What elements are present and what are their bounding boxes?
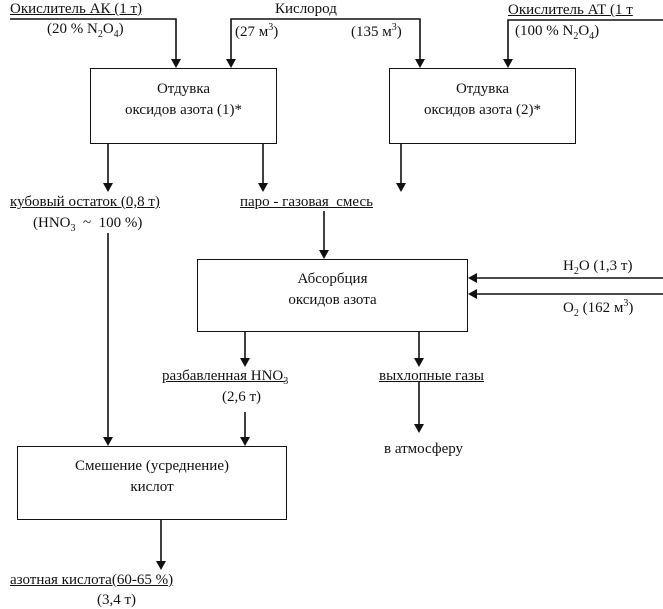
oxidizer-at-detail: (100 % N2O4) [515,23,600,42]
bottoms-label: кубовый остаток (0,8 т) [10,194,160,210]
stripping-1-line2: оксидов азота (1)* [125,102,242,118]
process-stripping-1: Отдувка оксидов азота (1)* [90,68,277,144]
process-mixing: Смешение (усреднение) кислот [17,446,287,520]
oxygen-label: Кислород [275,1,337,17]
water-input-label: H2O (1,3 т) [563,258,633,277]
oxygen-amount-left: (27 м3) [235,22,279,41]
oxidizer-ak-label: Окислитель АК (1 т) [10,1,142,17]
product-label: азотная кислота(60-65 %) [10,572,174,588]
atmosphere-label: в атмосферу [384,441,464,457]
product-amount: (3,4 т) [97,592,137,608]
absorption-line2: оксидов азота [288,292,377,308]
mixing-line1: Смешение (усреднение) [75,458,229,474]
process-stripping-2: Отдувка оксидов азота (2)* [389,68,576,144]
dilute-acid-amount: (2,6 т) [222,389,262,405]
dilute-acid-label: разбавленная HNO3 [162,368,289,387]
stripping-1-line1: Отдувка [156,81,211,97]
oxidizer-at-label: Окислитель АТ (1 т [508,2,633,18]
arrow-oxidizer-at [507,19,663,60]
vapor-gas-label: паро - газовая смесь [240,194,373,210]
stripping-2-line2: оксидов азота (2)* [424,102,541,118]
stripping-2-line1: Отдувка [455,81,510,97]
process-absorption: Абсорбция оксидов азота [197,259,468,332]
exhaust-label: выхлопные газы [379,368,484,384]
bottoms-detail: (HNO3 ~ 100 %) [33,215,143,234]
arrow-oxidizer-ak [10,18,177,60]
o2-input-label: O2 (162 м3) [563,298,634,319]
oxidizer-ak-detail: (20 % N2O4) [47,21,124,40]
arrow-oxygen-left [230,18,421,60]
absorption-line1: Абсорбция [297,271,368,287]
oxygen-amount-right: (135 м3) [351,22,402,41]
mixing-line2: кислот [130,479,174,495]
